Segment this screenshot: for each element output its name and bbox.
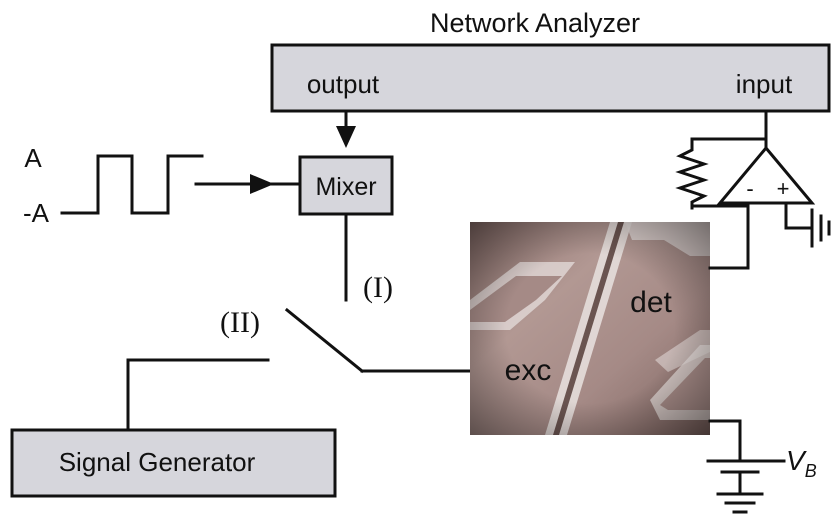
network-analyzer-title: Network Analyzer bbox=[430, 8, 640, 38]
mixer-label: Mixer bbox=[315, 173, 376, 201]
arrow-icon bbox=[250, 174, 274, 194]
square-wave-high-label: A bbox=[24, 143, 42, 173]
network-analyzer-box[interactable] bbox=[270, 43, 831, 113]
square-wave-icon bbox=[60, 154, 204, 215]
bias-voltage-subscript: B bbox=[805, 461, 817, 481]
exc-electrode-label: exc bbox=[505, 354, 552, 387]
switch-position-1-label: (I) bbox=[363, 271, 393, 304]
switch-lever[interactable] bbox=[284, 307, 365, 374]
battery-icon bbox=[706, 459, 774, 474]
bias-wire bbox=[708, 419, 742, 460]
bias-voltage-symbol: V bbox=[786, 445, 807, 476]
op-amp-icon[interactable] bbox=[716, 145, 816, 205]
amp-to-ground-wire bbox=[784, 201, 814, 230]
bias-voltage-label: VB bbox=[786, 445, 817, 481]
generator-to-switch-wire bbox=[126, 358, 270, 432]
square-wave-low-label: -A bbox=[23, 198, 50, 228]
input-port-label: input bbox=[736, 69, 793, 99]
ground-icon bbox=[810, 208, 831, 248]
det-to-amp-wire bbox=[708, 201, 750, 270]
ground-icon bbox=[716, 492, 764, 514]
op-amp-minus-sign: - bbox=[746, 176, 753, 201]
op-amp-plus-sign: + bbox=[777, 176, 790, 201]
det-electrode-label: det bbox=[630, 286, 672, 319]
device-micrograph: exc det bbox=[470, 222, 710, 435]
signal-generator-label: Signal Generator bbox=[59, 447, 256, 477]
arrow-icon bbox=[336, 126, 356, 148]
switch-position-2-label: (II) bbox=[220, 306, 260, 339]
output-port-label: output bbox=[307, 69, 380, 99]
resistor-icon bbox=[675, 137, 709, 210]
signal-generator-box[interactable] bbox=[10, 428, 337, 498]
